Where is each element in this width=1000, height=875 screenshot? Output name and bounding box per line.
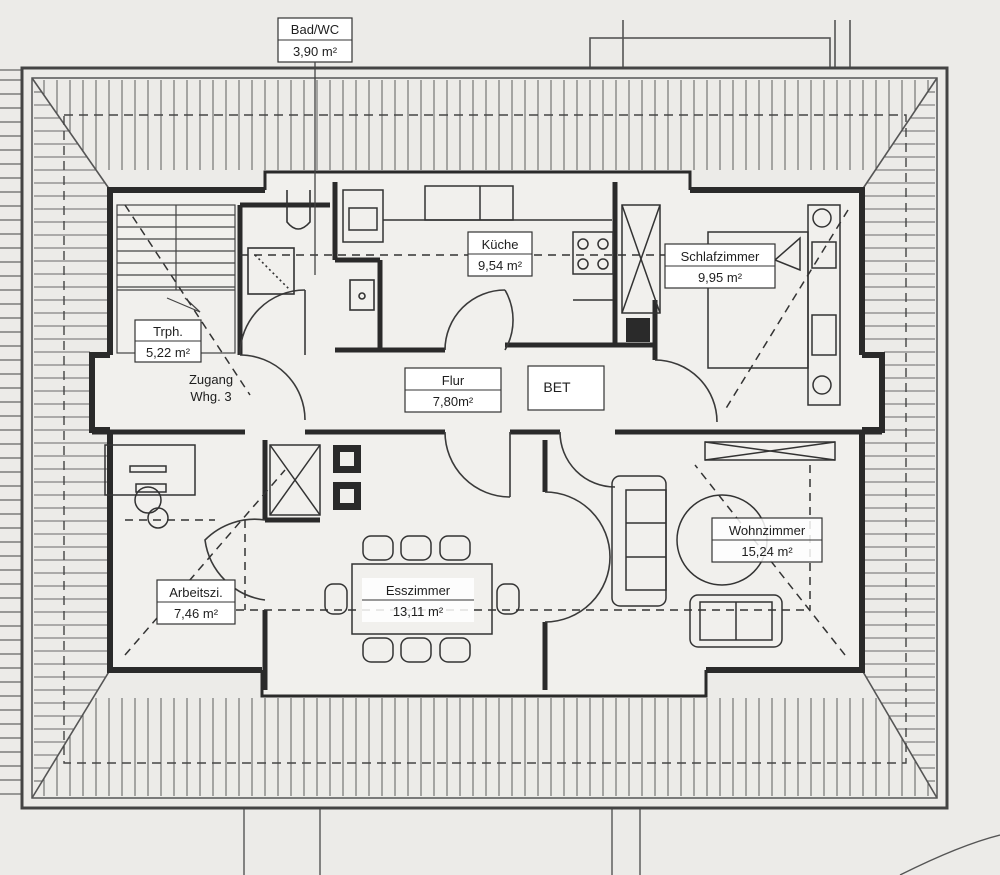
room-label-trph: Trph. 5,22 m² bbox=[134, 319, 202, 363]
bathroom-fixtures bbox=[247, 190, 375, 311]
wardrobe bbox=[621, 204, 661, 314]
ceiling-lamp-icon bbox=[812, 375, 832, 395]
bottom-neighbour-outline bbox=[243, 808, 1000, 875]
room-name: Bad/WC bbox=[291, 22, 339, 37]
room-label-ess: Esszimmer 13,11 m² bbox=[362, 578, 474, 622]
room-area: 15,24 m² bbox=[741, 544, 793, 559]
room-label-bet: BET bbox=[527, 365, 605, 411]
room-name: Trph. bbox=[153, 324, 183, 339]
room-name: Arbeitszi. bbox=[169, 585, 222, 600]
desk bbox=[104, 444, 196, 496]
access-label-line1: Zugang bbox=[189, 372, 233, 387]
room-area: 3,90 m² bbox=[293, 44, 338, 59]
room-label-arbeit: Arbeitszi. 7,46 m² bbox=[156, 579, 236, 625]
shower-tray bbox=[247, 247, 295, 295]
room-name: Flur bbox=[442, 373, 465, 388]
kitchen-fixtures bbox=[342, 185, 614, 301]
room-name: Wohnzimmer bbox=[729, 523, 806, 538]
bedside-bench bbox=[807, 204, 841, 406]
access-label-line2: Whg. 3 bbox=[190, 389, 231, 404]
toilet bbox=[286, 205, 311, 230]
armchair-sofa bbox=[689, 594, 783, 648]
bathroom-sink bbox=[349, 279, 375, 311]
room-label-bad: Bad/WC 3,90 m² bbox=[277, 17, 353, 275]
ceiling-lamp-icon bbox=[812, 208, 832, 228]
room-area: 9,95 m² bbox=[698, 270, 743, 285]
dormers bbox=[260, 170, 708, 698]
doors bbox=[204, 289, 718, 623]
bedroom-furniture bbox=[621, 204, 841, 406]
room-label-kueche: Küche 9,54 m² bbox=[467, 231, 533, 277]
room-name: Schlafzimmer bbox=[681, 249, 760, 264]
room-area: 13,11 m² bbox=[393, 604, 444, 619]
room-area: 7,46 m² bbox=[174, 606, 219, 621]
kitchen-sink bbox=[342, 189, 384, 243]
room-label-zugang: Zugang Whg. 3 bbox=[189, 372, 233, 404]
room-label-wohn: Wohnzimmer 15,24 m² bbox=[711, 517, 823, 563]
room-area: 7,80m² bbox=[433, 394, 474, 409]
desk-chair bbox=[134, 486, 162, 514]
room-label-schlaf: Schlafzimmer 9,95 m² bbox=[664, 243, 776, 289]
interior-walls bbox=[92, 182, 882, 690]
room-name: Esszimmer bbox=[386, 583, 451, 598]
cooktop bbox=[572, 231, 614, 275]
study-furniture bbox=[104, 444, 196, 529]
dining-table bbox=[351, 563, 493, 635]
room-area: 9,54 m² bbox=[478, 258, 523, 273]
sideboard bbox=[704, 441, 836, 461]
room-area: 5,22 m² bbox=[146, 345, 191, 360]
roof bbox=[20, 66, 949, 810]
chimney-shaft bbox=[626, 318, 650, 342]
dining-furniture bbox=[269, 444, 520, 663]
room-label-flur: Flur 7,80m² bbox=[404, 367, 502, 413]
room-name: Küche bbox=[482, 237, 519, 252]
bet-label: BET bbox=[543, 379, 571, 395]
